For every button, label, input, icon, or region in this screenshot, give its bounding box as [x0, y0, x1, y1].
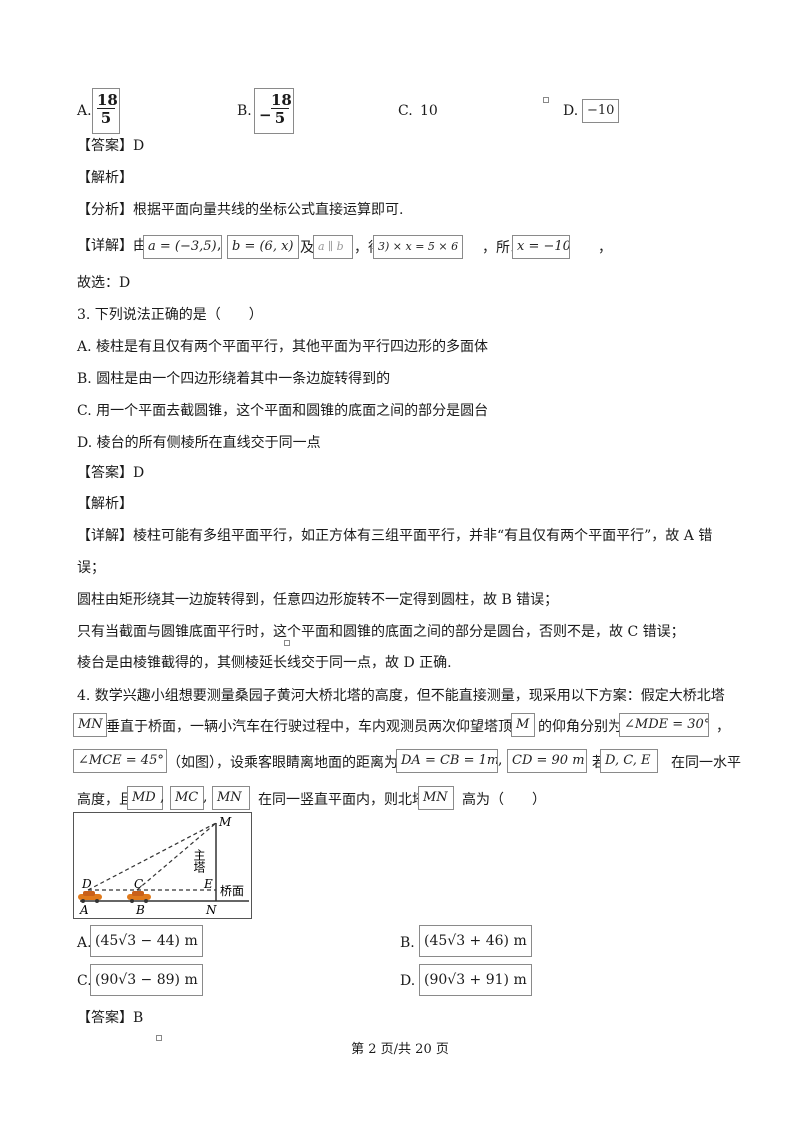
cd-formula: CD = 90 m [507, 749, 587, 773]
q2-choose: 故选：D [77, 275, 131, 291]
fenxi-text: 根据平面向量共线的坐标公式直接运算即可. [133, 202, 404, 218]
label-deck: 桥面 [220, 884, 244, 898]
q2-answer: 【答案】D [77, 136, 144, 156]
q2-option-d-label: D. [563, 103, 579, 119]
q4-stem-line-1: 4. 数学兴趣小组想要测量桑园子黄河大桥北塔的高度，但不能直接测量，现采用以下方… [77, 688, 725, 704]
q2-option-b-denominator: 5 [274, 109, 286, 127]
page-footer: 第 2 页/共 20 页 [351, 1042, 449, 1057]
label-e: E [203, 877, 213, 891]
mn-formula-2: MN [212, 786, 250, 810]
and-text: 及 [300, 240, 314, 256]
q3-detail-line-1: 【详解】棱柱可能有多组平面平行，如正方体有三组平面平行，并非“有且仅有两个平面平… [77, 526, 712, 546]
q4-stem-line-2b: 的仰角分别为 [538, 719, 622, 735]
detail-text: 棱柱可能有多组平面平行，如正方体有三组平面平行，并非“有且仅有两个平面平行”，故… [133, 528, 713, 544]
mc-formula: MC [170, 786, 204, 810]
q2-detail-start: 【详解】由 [77, 236, 147, 256]
q2-option-a-numerator: 18 [97, 91, 118, 109]
q3-option-a: A. 棱柱是有且仅有两个平面平行，其他平面为平行四边形的多面体 [77, 339, 489, 355]
m-formula: M [511, 713, 535, 737]
q2-option-c-value: 10 [420, 103, 438, 119]
q3-stem: 3. 下列说法正确的是（ ） [77, 307, 263, 323]
label-tower: 主塔 [192, 849, 206, 874]
q4-option-c-expr: (90√3 − 89) m [90, 964, 203, 996]
q2-option-b-sign: − [259, 106, 272, 124]
label-c: C [134, 877, 143, 891]
q3-detail-line-4: 只有当截面与圆锥底面平行时，这个平面和圆锥的底面之间的部分是圆台，否则不是，故 … [77, 624, 685, 640]
parallel-formula: a ∥ b [313, 235, 353, 259]
q4-stem-line-3b: 在同一水平 [671, 755, 741, 771]
q4-stem-line-3a: （如图），设乘客眼睛离地面的距离为 [167, 755, 398, 771]
q2-option-b-fraction: − 18 5 [254, 88, 294, 134]
label-b: B [135, 903, 145, 917]
da-cb-formula: DA = CB = 1m [396, 749, 498, 773]
q4-option-d-label: D. [400, 973, 416, 989]
mn-formula: MN [73, 713, 107, 737]
sight-line-mc [136, 822, 217, 891]
q2-option-c-label: C. [398, 103, 413, 119]
q4-option-a-label: A. [77, 935, 92, 951]
q3-answer: 【答案】D [77, 463, 144, 483]
q2-option-b-numerator: 18 [271, 91, 292, 109]
label-d: D [81, 877, 92, 891]
answer-value: D [133, 138, 145, 154]
q4-stem-line-4b: 在同一竖直平面内，则北塔 [258, 792, 426, 808]
q2-option-a-denominator: 5 [100, 109, 112, 127]
vector-b-formula: b = (6, x) [227, 235, 299, 259]
q3-option-b: B. 圆柱是由一个四边形绕着其中一条边旋转得到的 [77, 371, 391, 387]
result-formula: x = −10 [512, 235, 570, 259]
q2-analysis-tag: 【解析】 [77, 170, 133, 186]
q3-option-d: D. 棱台的所有侧棱所在直线交于同一点 [77, 435, 321, 451]
q4-option-b-label: B. [400, 935, 415, 951]
q2-option-a-fraction: 18 5 [92, 88, 120, 134]
artifact-square [543, 97, 549, 103]
q3-analysis-tag: 【解析】 [77, 496, 133, 512]
q4-option-a-expr: (45√3 − 44) m [90, 925, 203, 957]
tower-diagram: M D C E A B N 主塔 桥面 [78, 815, 249, 917]
label-n: N [205, 903, 217, 917]
label-m: M [218, 815, 232, 829]
vector-a-formula: a = (−3,5) [143, 235, 222, 259]
detail-tag: 【详解】 [77, 528, 133, 544]
car-icon [78, 891, 102, 903]
fenxi-tag: 【分析】 [77, 202, 133, 218]
answer-tag: 【答案】 [77, 138, 133, 154]
angle-mce-formula: ∠MCE = 45° [73, 749, 167, 773]
q4-option-d-expr: (90√3 + 91) m [419, 964, 532, 996]
artifact-square [156, 1035, 162, 1041]
md-formula: MD [127, 786, 163, 810]
q2-option-b-label: B. [237, 103, 252, 119]
q2-option-d-value: −10 [582, 99, 620, 123]
sight-line-md [87, 822, 217, 891]
answer-tag: 【答案】 [77, 1010, 133, 1026]
q3-detail-line-3: 圆柱由矩形绕其一边旋转得到，任意四边形旋转不一定得到圆柱，故 B 错误； [77, 592, 559, 608]
dce-formula: D, C, E [600, 749, 658, 773]
q3-detail-line-2: 误； [77, 560, 105, 576]
car-icon [127, 891, 151, 903]
q4-answer: 【答案】B [77, 1008, 143, 1028]
q4-option-b-expr: (45√3 + 46) m [419, 925, 532, 957]
detail-tag: 【详解】 [77, 238, 133, 254]
q4-stem-line-4a: 高度，且 [77, 792, 133, 808]
q4-stem-line-4c: 高为（ ） [462, 792, 546, 808]
equation-formula: 3) × x = 5 × 6 [373, 235, 464, 259]
answer-value: B [133, 1010, 144, 1026]
q2-option-a-label: A. [77, 103, 92, 119]
tower-figure: M D C E A B N 主塔 桥面 [73, 812, 252, 919]
answer-value: D [133, 465, 145, 481]
q4-option-c-label: C. [77, 973, 92, 989]
artifact-square [284, 640, 290, 646]
mn-formula-3: MN [418, 786, 454, 810]
angle-mde-formula: ∠MDE = 30° [619, 713, 709, 737]
q3-option-c: C. 用一个平面去截圆锥，这个平面和圆锥的底面之间的部分是圆台 [77, 403, 489, 419]
q4-stem-line-2a: 垂直于桥面，一辆小汽车在行驶过程中，车内观测员两次仰望塔顶 [106, 719, 512, 735]
q3-detail-line-5: 棱台是由棱锥截得的，其侧棱延长线交于同一点，故 D 正确. [77, 655, 452, 671]
label-a: A [79, 903, 89, 917]
answer-tag: 【答案】 [77, 465, 133, 481]
q2-fenxi: 【分析】根据平面向量共线的坐标公式直接运算即可. [77, 200, 403, 220]
